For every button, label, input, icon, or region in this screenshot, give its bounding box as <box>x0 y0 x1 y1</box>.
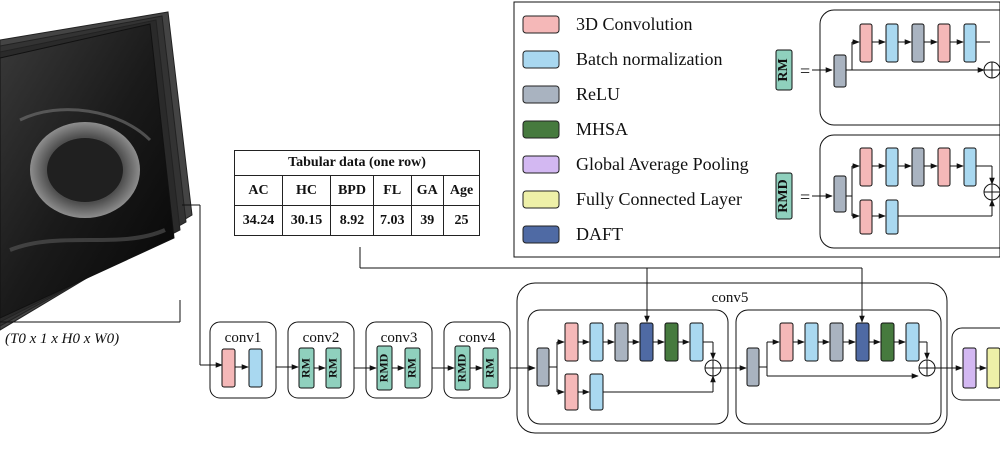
legend-swatch <box>522 50 560 69</box>
conv4-rmd-label: RMD <box>454 353 468 382</box>
ultrasound-volume-image: (T0 x 1 x H0 x W0) <box>0 11 193 347</box>
table-cell: 30.15 <box>282 205 332 236</box>
legend-label: MHSA <box>576 119 628 139</box>
legend-swatch <box>522 85 560 104</box>
table-title: Tabular data (one row) <box>234 150 480 176</box>
legend-label: Batch normalization <box>576 49 722 69</box>
legend-swatch <box>522 225 560 244</box>
table-cell: 25 <box>443 205 480 236</box>
conv2-block: conv2 RM RM <box>287 321 355 399</box>
conv2-label: conv2 <box>303 330 340 346</box>
conv4-rm-label: RM <box>482 358 496 378</box>
rmd-equals: = <box>800 187 810 207</box>
tabular-data-table: Tabular data (one row) AC HC BPD FL GA A… <box>233 150 480 236</box>
legend-label: 3D Convolution <box>576 14 693 34</box>
legend-swatch <box>522 120 560 139</box>
conv4-block: conv4 RMD RM <box>443 321 511 399</box>
rmd-label: RMD <box>776 179 791 212</box>
legend-swatch <box>522 15 560 34</box>
conv1-block: conv1 <box>209 321 277 399</box>
table-header: BPD <box>330 175 374 206</box>
legend-swatch <box>522 155 560 174</box>
conv4-label: conv4 <box>459 330 496 346</box>
rm-label: RM <box>776 58 791 81</box>
table-cell: 39 <box>410 205 445 236</box>
table-header: HC <box>282 175 332 206</box>
input-dims-label: (T0 x 1 x H0 x W0) <box>5 331 119 347</box>
legend-label: Fully Connected Layer <box>576 189 742 209</box>
rm-definition: RM = <box>775 9 1000 126</box>
rmd-definition: RMD = <box>775 134 1000 249</box>
conv3-block: conv3 RMD RM <box>365 321 433 399</box>
head-block <box>951 327 1000 401</box>
table-header: FL <box>372 175 412 206</box>
table-cell: 8.92 <box>330 205 374 236</box>
table-cell: 34.24 <box>233 205 284 236</box>
conv1-label: conv1 <box>225 330 262 346</box>
conv5-label: conv5 <box>712 290 749 306</box>
table-header: Age <box>443 175 480 206</box>
conv3-rmd-label: RMD <box>376 353 390 382</box>
rm-equals: = <box>800 61 810 81</box>
conv5-block: conv5 <box>516 282 948 434</box>
table-cell: 7.03 <box>372 205 412 236</box>
table-header: GA <box>410 175 445 206</box>
conv3-label: conv3 <box>381 330 418 346</box>
conv2-rm1-label: RM <box>298 358 312 378</box>
legend-label: ReLU <box>576 84 620 104</box>
table-header: AC <box>233 175 284 206</box>
legend-swatch <box>522 190 560 209</box>
conv3-rm-label: RM <box>404 358 418 378</box>
conv2-rm2-label: RM <box>325 358 339 378</box>
legend-label: DAFT <box>576 224 623 244</box>
legend-label: Global Average Pooling <box>576 154 749 174</box>
